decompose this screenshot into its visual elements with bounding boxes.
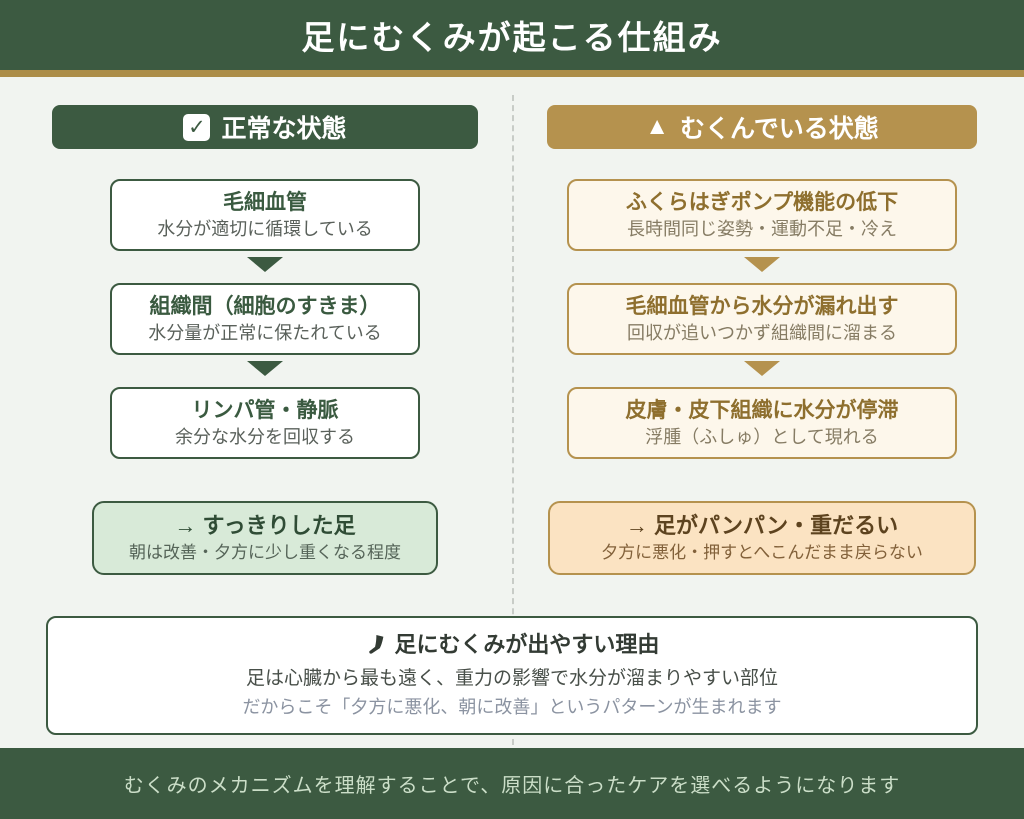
result-desc: 朝は改善・夕方に少し重くなる程度: [129, 543, 401, 562]
flow-step-calf-pump: ふくらはぎポンプ機能の低下 長時間同じ姿勢・運動不足・冷え: [567, 179, 957, 251]
flow-step-fluid-leak: 毛細血管から水分が漏れ出す 回収が追いつかず組織間に溜まる: [567, 283, 957, 355]
step-desc: 水分量が正常に保たれている: [148, 323, 382, 343]
down-arrow-icon: [744, 257, 780, 272]
step-title: ふくらはぎポンプ機能の低下: [625, 191, 899, 214]
reason-box: 足にむくみが出やすい理由 足は心臓から最も遠く、重力の影響で水分が溜まりやすい部…: [46, 616, 978, 735]
normal-state-label: 正常な状態: [221, 115, 347, 143]
page-header: 足にむくみが起こる仕組み: [0, 0, 1024, 70]
checkbox-check-icon: ✓: [183, 113, 211, 141]
column-divider: [512, 95, 514, 745]
comparison-columns: ✓ 正常な状態 毛細血管 水分が適切に循環している 組織間（細胞のすきま） 水分…: [52, 105, 977, 575]
reason-line1: 足は心臓から最も遠く、重力の影響で水分が溜まりやすい部位: [245, 668, 778, 689]
result-desc: 夕方に悪化・押すとへこんだまま戻らない: [601, 543, 923, 562]
swollen-state-column: ▲ むくんでいる状態 ふくらはぎポンプ機能の低下 長時間同じ姿勢・運動不足・冷え…: [547, 105, 977, 575]
step-desc: 水分が適切に循環している: [157, 219, 373, 239]
flow-step-fluid-stagnation: 皮膚・皮下組織に水分が停滞 浮腫（ふしゅ）として現れる: [567, 387, 957, 459]
header-accent-bar: [0, 70, 1024, 77]
swollen-state-label: むくんでいる状態: [680, 115, 879, 143]
flow-step-lymph-veins: リンパ管・静脈 余分な水分を回収する: [110, 387, 420, 459]
reason-title: 足にむくみが出やすい理由: [394, 632, 660, 657]
step-desc: 長時間同じ姿勢・運動不足・冷え: [627, 219, 897, 239]
normal-state-header: ✓ 正常な状態: [52, 105, 478, 149]
step-desc: 回収が追いつかず組織間に溜まる: [627, 323, 897, 343]
main-content: ✓ 正常な状態 毛細血管 水分が適切に循環している 組織間（細胞のすきま） 水分…: [0, 77, 1024, 745]
down-arrow-icon: [744, 361, 780, 376]
warning-triangle-icon: ▲: [645, 113, 669, 140]
footer-text: むくみのメカニズムを理解することで、原因に合ったケアを選べるようになります: [123, 775, 901, 797]
normal-result-box: → すっきりした足 朝は改善・夕方に少し重くなる程度: [92, 501, 438, 575]
flow-step-capillaries: 毛細血管 水分が適切に循環している: [110, 179, 420, 251]
normal-state-column: ✓ 正常な状態 毛細血管 水分が適切に循環している 組織間（細胞のすきま） 水分…: [52, 105, 478, 575]
reason-line2: だからこそ「夕方に悪化、朝に改善」というパターンが生まれます: [242, 697, 782, 717]
swollen-result-box: → 足がパンパン・重だるい 夕方に悪化・押すとへこんだまま戻らない: [548, 501, 976, 575]
step-desc: 浮腫（ふしゅ）として現れる: [645, 427, 879, 447]
footer-banner: むくみのメカニズムを理解することで、原因に合ったケアを選べるようになります: [0, 748, 1024, 819]
down-arrow-icon: [247, 257, 283, 272]
reason-title-row: 足にむくみが出やすい理由: [58, 630, 966, 660]
step-title: 毛細血管から水分が漏れ出す: [625, 295, 899, 318]
flow-step-tissue: 組織間（細胞のすきま） 水分量が正常に保たれている: [110, 283, 420, 355]
step-desc: 余分な水分を回収する: [175, 427, 355, 447]
step-title: 毛細血管: [223, 191, 307, 214]
step-title: 組織間（細胞のすきま）: [149, 295, 381, 318]
leg-icon: [365, 634, 386, 657]
swollen-state-header: ▲ むくんでいる状態: [547, 105, 977, 149]
down-arrow-icon: [247, 361, 283, 376]
result-title: → 足がパンパン・重だるい: [625, 513, 899, 538]
step-title: リンパ管・静脈: [191, 399, 339, 422]
step-title: 皮膚・皮下組織に水分が停滞: [625, 399, 899, 422]
result-title: → すっきりした足: [174, 513, 356, 538]
page-title: 足にむくみが起こる仕組み: [301, 19, 723, 56]
